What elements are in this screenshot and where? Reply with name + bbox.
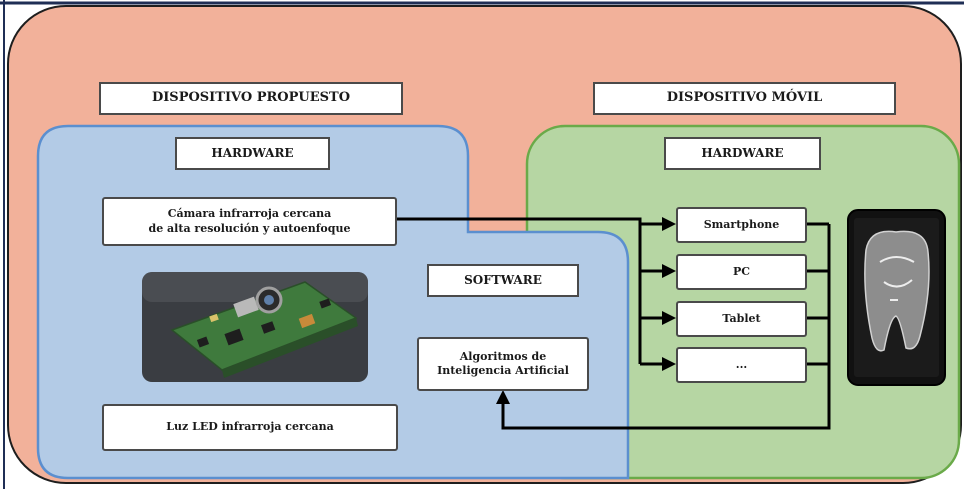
device-smartphone: Smartphone (676, 207, 807, 243)
proposed-device-title: DISPOSITIVO PROPUESTO (99, 82, 403, 115)
camera-box: Cámara infrarroja cercana de alta resolu… (102, 197, 397, 246)
smartphone-xray-image (847, 209, 946, 386)
arrow-pc (662, 264, 676, 278)
proposed-hardware-label: HARDWARE (175, 137, 330, 170)
arrow-tablet (662, 311, 676, 325)
arrowheads (496, 217, 676, 404)
device-tablet: Tablet (676, 301, 807, 337)
connectors (397, 217, 831, 430)
led-box: Luz LED infrarroja cercana (102, 404, 398, 451)
arrow-ellipsis (662, 357, 676, 371)
mobile-device-title: DISPOSITIVO MÓVIL (593, 82, 896, 115)
device-ellipsis: ... (676, 347, 807, 383)
device-pc: PC (676, 254, 807, 290)
return-connector (501, 224, 831, 430)
mobile-hardware-label: HARDWARE (664, 137, 821, 170)
arrow-smartphone (662, 217, 676, 231)
arrow-ai (496, 390, 510, 404)
software-label: SOFTWARE (427, 264, 579, 297)
ai-box: Algoritmos de Inteligencia Artificial (417, 337, 589, 391)
circuit-board-image (142, 272, 368, 382)
